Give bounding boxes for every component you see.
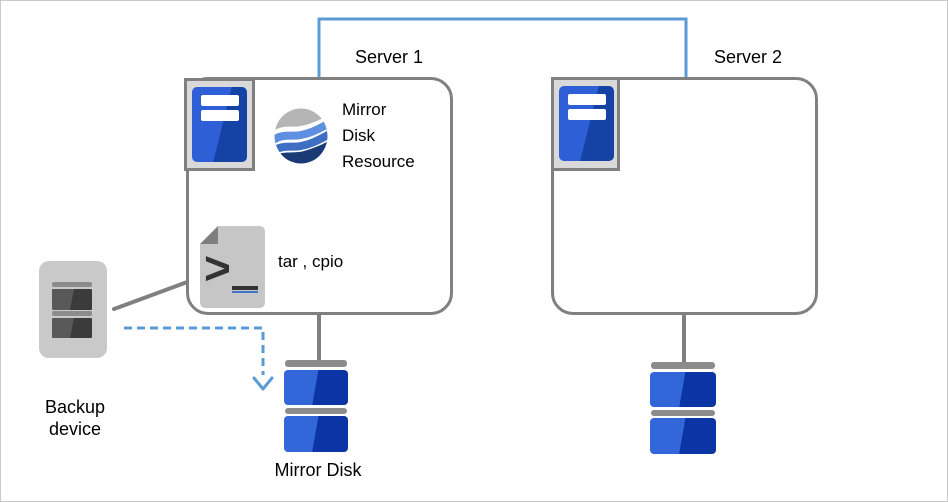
backup-device-icon (39, 261, 107, 358)
disk-cap (285, 360, 347, 367)
prompt-underscore-accent (232, 291, 258, 293)
mirror-disk-icon-server1 (284, 360, 348, 452)
server1-server-icon (184, 78, 255, 171)
backup-dashed-arrow-line (124, 326, 265, 375)
server2-server-icon (551, 77, 620, 171)
server-slot-bar (201, 110, 239, 121)
prompt-gt-glyph: > (204, 242, 231, 294)
mirror-disk-label: Mirror Disk (274, 460, 362, 480)
backup-slot-bar (52, 282, 92, 287)
mirror-disk-resource-icon (274, 108, 328, 164)
server-slot-bar (201, 95, 239, 106)
server-tower-icon (192, 87, 247, 162)
mirror-disk-icon-server2 (650, 362, 716, 454)
backup-slot-bar (52, 311, 92, 316)
server1-label: Server 1 (354, 47, 424, 67)
backup-device-label: Backup device (44, 397, 106, 439)
disk-block (284, 416, 348, 452)
disk-cap (651, 362, 715, 369)
backup-tape-slot (52, 289, 92, 310)
server2-label: Server 2 (713, 47, 783, 67)
script-terminal-icon: > (200, 226, 265, 308)
disk-bar (651, 410, 715, 416)
interconnect-line (317, 17, 688, 78)
server-slot-bar (568, 109, 606, 120)
disk-block (650, 418, 716, 454)
backup-connection-line (112, 279, 192, 311)
backup-tape-slot (52, 318, 92, 338)
tar-cpio-label: tar , cpio (278, 252, 344, 271)
globe-midblue-band (274, 130, 328, 156)
server-tower-icon (559, 86, 614, 161)
disk-block (284, 370, 348, 405)
disk-bar (285, 408, 347, 414)
prompt-underscore (232, 286, 258, 290)
globe-lightblue-band (274, 119, 328, 145)
arrow-down-icon (252, 376, 274, 391)
disk-block (650, 372, 716, 407)
server-slot-bar (568, 94, 606, 105)
mirror-disk-resource-label: Mirror Disk Resource (342, 100, 415, 171)
document-fold (200, 226, 218, 244)
